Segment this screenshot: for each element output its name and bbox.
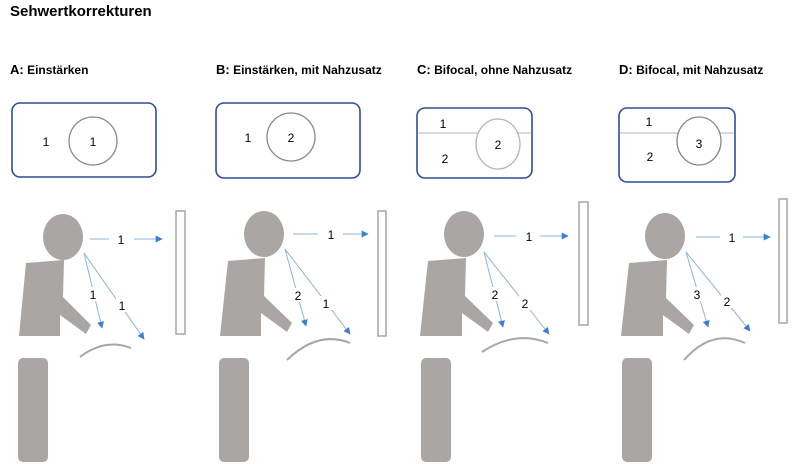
panel-a-glasses: 1 1 xyxy=(11,102,157,178)
head xyxy=(244,211,284,257)
panel-c-title: Bifocal, ohne Nahzusatz xyxy=(434,63,573,77)
panel-c-figure: 1 2 2 xyxy=(420,201,589,462)
label-backdrop xyxy=(721,294,733,308)
reading-lens xyxy=(266,112,316,162)
gaze-near-right-arrow xyxy=(483,251,550,335)
label-backdrop xyxy=(691,287,703,301)
gaze-near-right-label: 1 xyxy=(119,299,126,313)
panel-d-heading: D: Bifocal, mit Nahzusatz xyxy=(619,62,763,77)
panel-c-letter: C: xyxy=(417,62,431,77)
gaze-far-label: 1 xyxy=(328,228,335,242)
label-backdrop xyxy=(489,287,501,301)
legs xyxy=(219,358,249,462)
gaze-near-left-label: 2 xyxy=(295,289,302,303)
desk xyxy=(286,338,351,361)
reading-lens xyxy=(475,118,521,170)
label-backdrop xyxy=(116,298,128,312)
panel-d: 1 2 3 1 3 2 xyxy=(618,107,788,462)
upper-segment-label: 1 xyxy=(440,117,447,131)
gaze-far-label: 1 xyxy=(526,230,533,244)
gaze-near-right-arrow xyxy=(284,248,351,335)
lens-label-inner: 2 xyxy=(495,138,502,152)
gaze-near-right-label: 2 xyxy=(522,297,529,311)
monitor xyxy=(175,210,186,335)
lens-label-outer: 1 xyxy=(43,135,50,149)
panel-d-glasses: 1 2 3 xyxy=(618,107,736,183)
head xyxy=(444,211,484,257)
panel-d-title: Bifocal, mit Nahzusatz xyxy=(636,63,764,77)
panel-b: 1 2 1 2 1 xyxy=(215,102,387,462)
reading-lens xyxy=(68,116,118,166)
panel-c: 1 2 2 1 2 2 xyxy=(416,107,589,462)
panel-a-heading: A: Einstärken xyxy=(10,62,88,77)
legs xyxy=(18,358,48,462)
panel-a: 1 1 1 1 1 xyxy=(11,102,186,462)
gaze-far-label: 1 xyxy=(118,233,125,247)
legs xyxy=(622,358,652,462)
head xyxy=(645,213,685,259)
monitor xyxy=(778,198,788,324)
label-backdrop xyxy=(292,288,304,302)
panel-d-letter: D: xyxy=(619,62,633,77)
reading-lens xyxy=(676,116,722,166)
lens-label-outer: 1 xyxy=(245,131,252,145)
lens-label-inner: 1 xyxy=(90,135,97,149)
torso-arm xyxy=(420,258,493,336)
gaze-near-left-label: 2 xyxy=(492,288,499,302)
torso-arm xyxy=(621,260,694,336)
lower-segment-label: 2 xyxy=(442,152,449,166)
desk xyxy=(481,337,549,353)
gaze-near-right-arrow xyxy=(685,251,751,332)
panel-c-heading: C: Bifocal, ohne Nahzusatz xyxy=(417,62,572,77)
panel-a-figure: 1 1 1 xyxy=(18,210,186,462)
panel-b-title: Einstärken, mit Nahzusatz xyxy=(233,63,382,77)
lens-label-inner: 2 xyxy=(288,131,295,145)
panel-a-title: Einstärken xyxy=(27,63,89,77)
panel-b-figure: 1 2 1 xyxy=(219,210,387,462)
gaze-near-left-label: 1 xyxy=(90,288,97,302)
gaze-near-right-label: 2 xyxy=(724,295,731,309)
lower-segment-label: 2 xyxy=(647,150,654,164)
label-backdrop xyxy=(519,296,531,310)
desk xyxy=(683,337,746,361)
gaze-near-left-arrow xyxy=(284,248,308,327)
panel-a-letter: A: xyxy=(10,62,24,77)
torso-arm xyxy=(19,260,91,336)
monitor xyxy=(377,210,387,337)
desk xyxy=(79,343,132,358)
gaze-near-right-label: 1 xyxy=(323,297,330,311)
panel-b-heading: B: Einstärken, mit Nahzusatz xyxy=(216,62,382,77)
lens-label-inner: 3 xyxy=(696,137,703,151)
legs xyxy=(421,358,451,462)
gaze-near-left-label: 3 xyxy=(694,288,701,302)
head xyxy=(43,214,83,260)
label-backdrop xyxy=(86,287,98,301)
panel-c-glasses: 1 2 2 xyxy=(416,107,533,179)
label-backdrop xyxy=(320,296,332,310)
panel-d-figure: 1 3 2 xyxy=(621,198,788,462)
page-title: Sehwertkorrekturen xyxy=(10,3,152,20)
torso-arm xyxy=(220,258,292,336)
gaze-far-label: 1 xyxy=(729,231,736,245)
gaze-near-right-arrow xyxy=(83,252,145,340)
panel-b-letter: B: xyxy=(216,62,230,77)
panel-b-glasses: 1 2 xyxy=(215,102,361,179)
upper-segment-label: 1 xyxy=(646,115,653,129)
monitor xyxy=(578,201,589,326)
